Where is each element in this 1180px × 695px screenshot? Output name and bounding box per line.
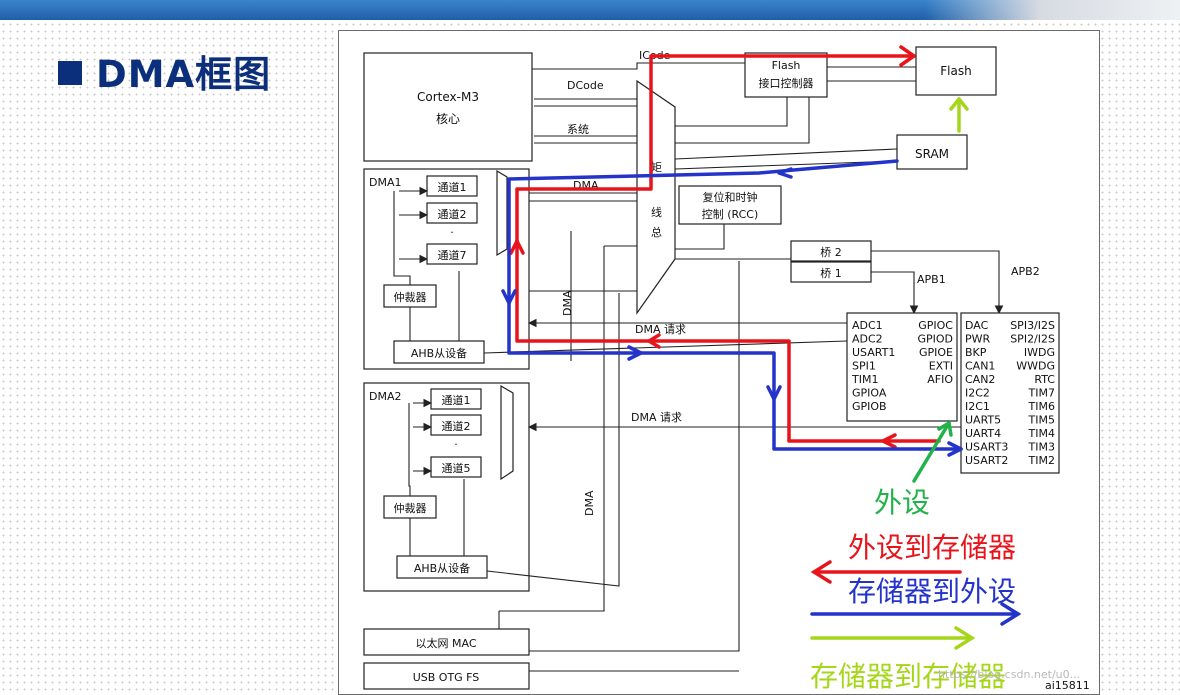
dma-request-1-label: DMA 请求 (635, 323, 686, 336)
apb2-right-item-3: EXTI (929, 360, 953, 373)
dma2-title: DMA2 (369, 390, 401, 403)
rcc-block: 复位和时钟 控制 (RCC) (678, 185, 782, 225)
apb1-right-item-4: RTC (1034, 373, 1055, 386)
bullet-square-icon (58, 61, 82, 85)
dcode-label: DCode (567, 79, 604, 92)
apb1-right-item-6: TIM6 (1028, 400, 1055, 413)
rcc-line2: 控制 (RCC) (702, 207, 759, 221)
apb1-right-item-7: TIM5 (1028, 414, 1055, 427)
flash-block: Flash (915, 46, 997, 96)
lime-path-overlay (949, 97, 969, 133)
ethernet-label: 以太网 MAC (416, 637, 477, 650)
header-bar (0, 0, 1180, 20)
diagram-canvas: Cortex-M3 核心 ICode DCode 系统 矩 线 总 Flash … (363, 45, 1090, 692)
dma2-channel-1: 通道1 (442, 393, 471, 407)
apb1-left-item-10: USART2 (965, 454, 1008, 467)
red-path-overlay (509, 45, 941, 449)
slide-title-text: DMA框图 (96, 53, 272, 96)
apb1-left-item-4: CAN2 (965, 373, 995, 386)
flash-ctrl-line2: 接口控制器 (759, 76, 814, 90)
apb1-left-item-0: DAC (965, 319, 989, 332)
apb2-left-item-3: SPI1 (852, 360, 876, 373)
apb1-left-item-5: I2C2 (965, 387, 990, 400)
system-bus-label: 系统 (567, 123, 589, 136)
flash-controller-block: Flash 接口控制器 (744, 52, 828, 98)
dma2-channel-2: 通道2 (442, 419, 471, 433)
apb2-left-item-2: USART1 (852, 346, 895, 359)
apb1-right-item-10: TIM2 (1028, 454, 1055, 467)
apb1-right-item-2: IWDG (1024, 346, 1055, 359)
apb2-right-item-2: GPIOE (919, 346, 953, 359)
header-decoration (925, 0, 1180, 20)
bridge-1-label: 桥 1 (820, 267, 842, 280)
sram-label: SRAM (915, 147, 949, 161)
dma1-block: DMA1 通道1 通道2 · 通道7 仲裁器 AHB从设备 (363, 168, 530, 370)
apb2-left-item-4: TIM1 (851, 373, 878, 386)
rcc-line1: 复位和时钟 (703, 190, 758, 204)
dma1-arbiter: 仲裁器 (394, 290, 427, 304)
usb-label: USB OTG FS (413, 671, 480, 684)
dma2-channel-5: 通道5 (442, 461, 471, 475)
figure-id: ai15811 (1045, 679, 1090, 692)
dma2-channel-dots: · (454, 438, 458, 451)
apb2-label: APB2 (1011, 265, 1040, 278)
dma2-block: DMA2 通道1 通道2 · 通道5 仲裁器 AHB从设备 (363, 382, 530, 592)
apb1-left-item-6: I2C1 (965, 400, 990, 413)
apb1-left-item-9: USART3 (965, 441, 1008, 454)
apb2-right-item-4: AFIO (927, 373, 953, 386)
blue-path-overlay (501, 159, 963, 457)
slide-title: DMA框图 (58, 44, 271, 98)
flash-label: Flash (940, 64, 971, 78)
cortex-m3-block: Cortex-M3 核心 (363, 52, 533, 162)
apb2-right-item-1: GPIOD (917, 333, 953, 346)
watermark-text: https://blog.csdn.net/u0... (938, 668, 1081, 681)
dma2-arbiter: 仲裁器 (394, 501, 427, 515)
dma1-channel-7: 通道7 (438, 248, 467, 262)
cortex-sub-label: 核心 (436, 112, 460, 126)
dma-vertical-label-2: DMA (583, 490, 596, 516)
dma2-ahb-slave: AHB从设备 (414, 561, 470, 575)
bridge-2-label: 桥 2 (820, 246, 842, 259)
apb1-peripherals: DACPWRBKPCAN1CAN2I2C2I2C1UART5UART4USART… (960, 312, 1060, 474)
dma1-title: DMA1 (369, 176, 401, 189)
apb1-left-item-7: UART5 (965, 414, 1001, 427)
apb1-right-item-0: SPI3/I2S (1010, 319, 1055, 332)
dma1-channel-2: 通道2 (438, 207, 467, 221)
dma-request-2-label: DMA 请求 (631, 411, 682, 424)
green-path-overlay (912, 421, 953, 483)
apb2-right-item-0: GPIOC (918, 319, 953, 332)
usb-otg-block: USB OTG FS (363, 662, 530, 690)
bus-matrix-char-1: 矩 (651, 161, 662, 174)
bus-matrix-char-3: 总 (651, 225, 662, 239)
dma1-ahb-slave: AHB从设备 (411, 346, 467, 360)
bus-matrix-char-2: 线 (651, 205, 662, 219)
dma-vertical-label-1: DMA (561, 290, 574, 316)
bridge-1-block: 桥 1 (790, 261, 872, 283)
apb1-left-item-2: BKP (965, 346, 987, 359)
flash-ctrl-line1: Flash (772, 59, 801, 72)
sram-block: SRAM (896, 134, 968, 170)
bridge-2-block: 桥 2 (790, 240, 872, 262)
cortex-label: Cortex-M3 (417, 90, 479, 104)
apb1-right-item-8: TIM4 (1028, 427, 1055, 440)
apb1-right-item-5: TIM7 (1028, 387, 1055, 400)
apb1-left-item-3: CAN1 (965, 360, 995, 373)
apb2-left-item-5: GPIOA (852, 387, 887, 400)
apb1-right-item-3: WWDG (1016, 360, 1055, 373)
apb1-left-item-8: UART4 (965, 427, 1001, 440)
apb2-left-item-6: GPIOB (852, 400, 887, 413)
bus-matrix: 矩 线 总 (636, 79, 676, 315)
apb1-label: APB1 (917, 273, 946, 286)
apb2-left-item-0: ADC1 (852, 319, 883, 332)
apb1-right-item-9: TIM3 (1028, 441, 1055, 454)
dma-block-diagram: Cortex-M3 核心 ICode DCode 系统 矩 线 总 Flash … (338, 30, 1100, 695)
dma1-channel-dots: · (450, 226, 454, 239)
apb2-left-item-1: ADC2 (852, 333, 883, 346)
ethernet-mac-block: 以太网 MAC (363, 628, 530, 656)
apb1-left-item-1: PWR (965, 333, 991, 346)
apb1-right-item-1: SPI2/I2S (1010, 333, 1055, 346)
dma1-channel-1: 通道1 (438, 180, 467, 194)
